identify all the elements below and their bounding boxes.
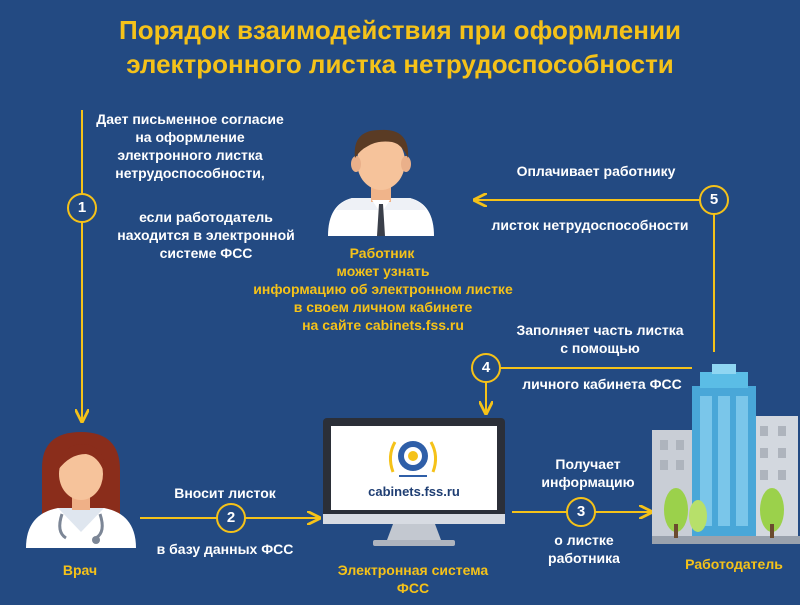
step-5-text-top: Оплачивает работнику: [516, 163, 676, 179]
step-2-text-top: Вносит листок: [174, 485, 276, 501]
page-title-line1: Порядок взаимодействия при оформлении: [119, 15, 681, 45]
worker-avatar: [328, 129, 434, 236]
step-2-text-bottom: в базу данных ФСС: [156, 541, 294, 557]
fss-system-monitor: cabinets.fss.ru: [323, 418, 505, 548]
step-badge-3: 3: [566, 497, 596, 527]
employer-label: Работодатель: [685, 556, 783, 572]
step-3-text-top: Получает информацию: [541, 456, 635, 490]
fss-system-label: Электронная система ФСС: [337, 562, 489, 596]
step-badge-4: 4: [471, 353, 501, 383]
monitor-screen-text: cabinets.fss.ru: [368, 484, 460, 499]
step-badge-2: 2: [216, 503, 246, 533]
step-4-text-bottom: личного кабинета ФСС: [522, 376, 682, 392]
step-1-text-top: Дает письменное согласие на оформление э…: [96, 111, 284, 181]
worker-note: может узнать информацию об электронном л…: [253, 263, 513, 333]
page-title-line2: электронного листка нетрудоспособности: [126, 49, 674, 79]
doctor-avatar: [26, 432, 136, 548]
worker-label: Работник: [349, 245, 415, 261]
step-badge-5: 5: [699, 185, 729, 215]
doctor-label: Врач: [62, 562, 98, 578]
step-badge-1: 1: [67, 193, 97, 223]
step-3-text-bottom: о листке работника: [548, 532, 620, 566]
step-1-text-bottom: если работодатель находится в электронно…: [117, 209, 295, 261]
step-5-text-bottom: листок нетрудоспособности: [491, 217, 689, 233]
employer-building: [652, 364, 800, 544]
step-4-text-top: Заполняет часть листка с помощью: [516, 322, 684, 356]
fss-logo-icon: [388, 441, 438, 477]
